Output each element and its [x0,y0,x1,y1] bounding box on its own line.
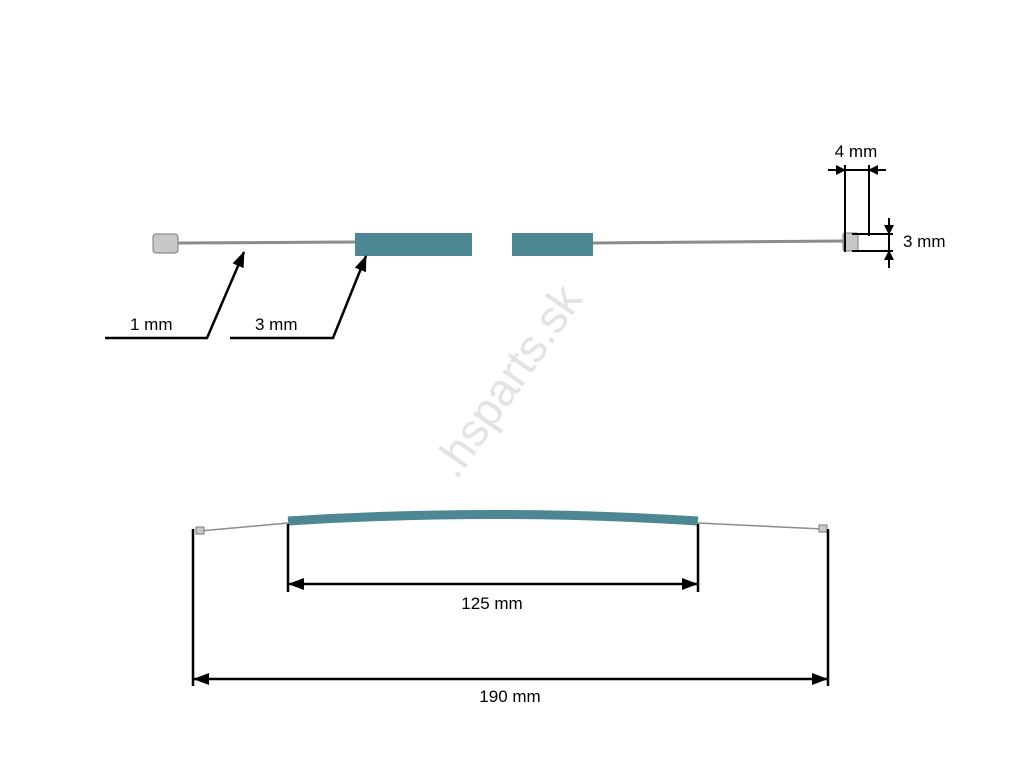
left-end-cap [152,233,179,254]
end-cap-diameter-dimension [852,218,894,268]
sleeve-length-dimension [286,524,700,592]
end-cap-diameter-label: 3 mm [903,232,946,251]
left-end-cap [195,526,205,535]
end-cap-length-label: 4 mm [835,142,878,161]
sleeve-left [355,233,472,256]
top-cable-view [152,232,859,256]
right-end-cap [818,524,828,533]
cable-left [177,240,356,245]
end-cap-length-dimension [828,165,886,252]
cable-right [592,239,846,245]
total-length-label: 190 mm [479,687,540,706]
cable-right [697,522,824,530]
right-end-cap [842,232,859,252]
sleeve-diameter-label: 3 mm [255,315,298,334]
sleeve-diameter-leader [230,255,368,340]
watermark: .hsparts.sk [422,274,593,487]
total-length-dimension [191,529,830,686]
sleeve-length-label: 125 mm [461,594,522,613]
cable-left [199,522,289,532]
cable-diameter-label: 1 mm [130,315,173,334]
sleeve-right [512,233,593,256]
sleeve [287,510,699,526]
bottom-cable-view [195,510,828,535]
cable-diameter-leader [105,251,246,340]
